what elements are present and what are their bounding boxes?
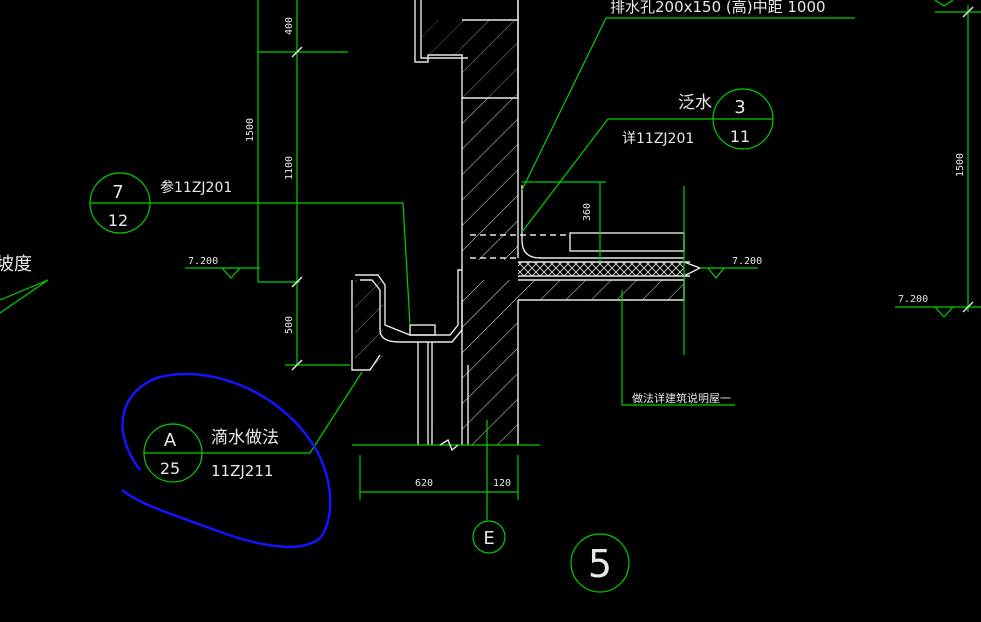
drip-index-bottom: 25	[160, 459, 180, 478]
flashing-label: 泛水	[678, 93, 712, 113]
drip-ref-label: 11ZJ211	[211, 462, 273, 480]
flashing-index-bottom: 11	[730, 127, 750, 146]
practice-note-label: 做法详建筑说明屋一	[632, 391, 731, 405]
flashing-reference: 3 11 泛水 详11ZJ201	[521, 88, 774, 233]
dim-500: 500	[284, 316, 295, 334]
slope-label: 坡度	[0, 254, 32, 275]
refer-ref-label: 参11ZJ201	[160, 179, 232, 196]
flashing-ref-label: 详11ZJ201	[622, 131, 694, 147]
dim-1100: 1100	[284, 156, 295, 180]
level-middle: 7.200	[732, 256, 762, 267]
axis-label: E	[483, 528, 494, 549]
drain-hole-note: 排水孔200x150 (高)中距 1000	[521, 0, 855, 191]
drip-index-top: A	[164, 430, 177, 451]
left-reference: 7 12 参11ZJ201	[89, 172, 411, 326]
flashing-index-top: 3	[734, 97, 745, 118]
flashing-height-dimension: 360	[522, 181, 685, 355]
dim-1500-right: 1500	[955, 153, 966, 177]
drip-reference: A 25 滴水做法 11ZJ211	[143, 371, 363, 483]
dim-120: 120	[493, 478, 511, 489]
blue-hand-annotation	[121, 372, 332, 549]
dim-400: 400	[284, 17, 295, 35]
left-index-bottom: 12	[108, 211, 128, 230]
left-dimension-chain: 400 1500 1100 500	[245, 0, 350, 371]
drain-hole-label: 排水孔200x150 (高)中距 1000	[610, 0, 826, 16]
bottom-dimension: 620 120	[359, 420, 519, 520]
detail-number-bubble: 5	[570, 533, 630, 593]
left-index-top: 7	[112, 182, 123, 203]
axis-bubble-e: E	[472, 520, 506, 554]
practice-note: 做法详建筑说明屋一	[621, 290, 735, 406]
level-mark-left: 7.200	[185, 256, 260, 279]
slope-fragment: 坡度	[0, 254, 49, 314]
level-right: 7.200	[898, 294, 928, 305]
gutter-section	[351, 269, 540, 452]
dim-620: 620	[415, 478, 433, 489]
dim-360: 360	[582, 203, 593, 221]
drip-label: 滴水做法	[211, 428, 279, 448]
detail-number: 5	[588, 542, 612, 586]
right-dimension-chain: 1500 7.200	[895, 0, 981, 318]
parapet-section	[414, 0, 702, 445]
level-left: 7.200	[188, 256, 218, 267]
level-mark-middle: 7.200	[700, 256, 762, 279]
dim-1500-left: 1500	[245, 118, 256, 142]
